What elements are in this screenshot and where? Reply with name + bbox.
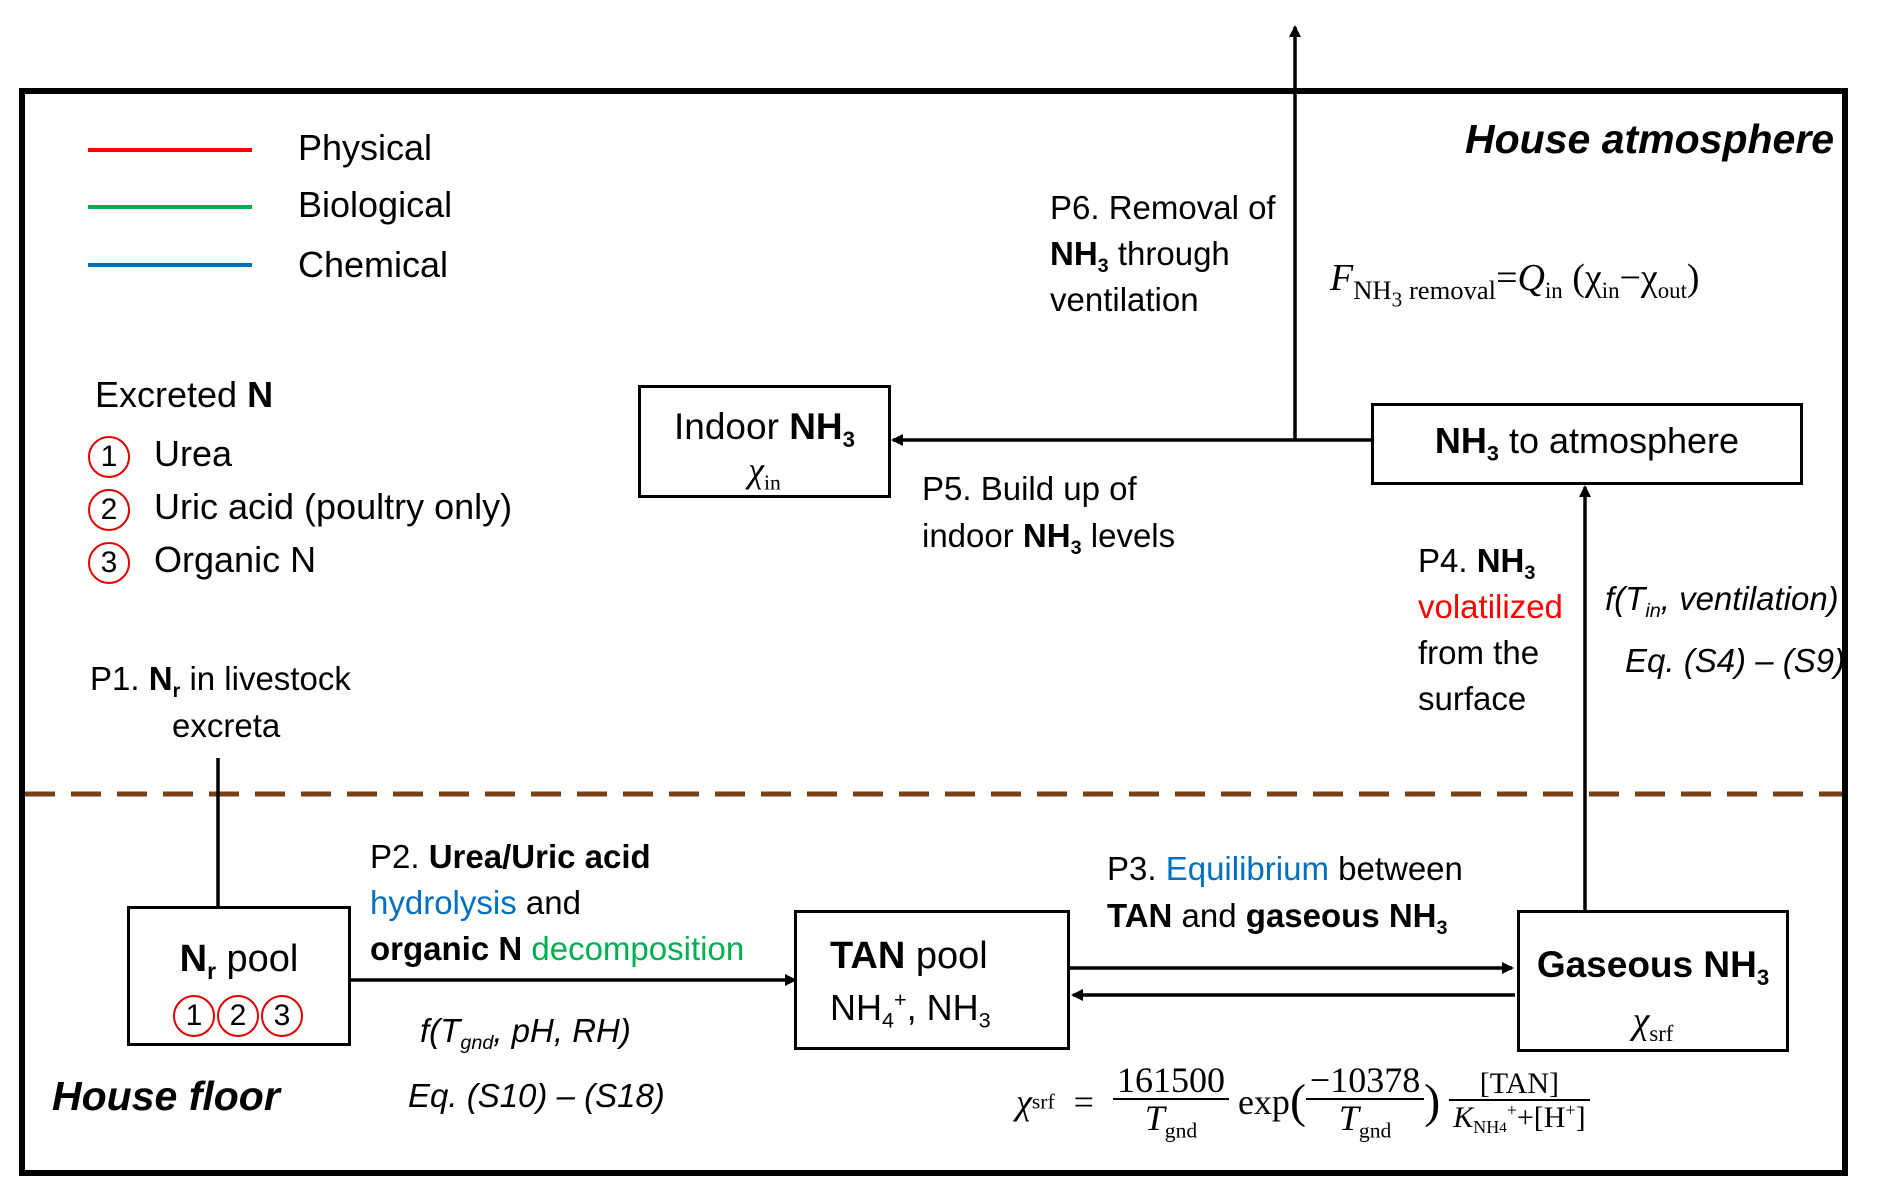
p4-function: f(Tin, ventilation) — [1605, 580, 1839, 622]
p4-label-line1: P4. NH3 — [1418, 542, 1536, 584]
p6-label-line3: ventilation — [1050, 281, 1199, 318]
p4-label-line3: from the — [1418, 634, 1540, 671]
excreted-title: Excreted N — [95, 374, 274, 415]
tan-pool-box — [794, 910, 1070, 1050]
p4-equation-ref: Eq. (S4) – (S9) — [1625, 642, 1846, 679]
number-circle-icon: 3 — [261, 995, 303, 1037]
p2-label-line2: hydrolysis and — [370, 884, 581, 921]
p2-function: f(Tgnd, pH, RH) — [420, 1012, 631, 1054]
legend-biological-label: Biological — [298, 184, 453, 225]
excreted-item-urea: 1 Urea — [88, 431, 232, 478]
gaseous-nh3-box — [1517, 910, 1789, 1052]
legend-physical-label: Physical — [298, 127, 433, 168]
p5-label-line1: P5. Build up of — [922, 470, 1137, 507]
p3-label-line2: TAN and gaseous NH3 — [1107, 897, 1448, 939]
number-circle-icon: 2 — [217, 995, 259, 1037]
number-circle-icon: 1 — [173, 995, 215, 1037]
p1-label-line2: excreta — [172, 707, 281, 744]
p5-label-line2: indoor NH3 levels — [922, 517, 1176, 559]
gaseous-nh3-chi: χsrf — [1632, 1000, 1674, 1046]
legend-chemical-label: Chemical — [298, 244, 449, 285]
nr-pool-title: Nr pool — [179, 938, 299, 984]
p6-label-line1: P6. Removal of — [1050, 189, 1276, 226]
removal-flux-equation: FNH3 removal=Qin (χin−χout) — [1330, 257, 1700, 312]
outer-frame — [19, 88, 1848, 1176]
p2-equation-ref: Eq. (S10) – (S18) — [408, 1077, 665, 1114]
number-circle-icon: 3 — [88, 542, 130, 584]
region-label-floor: House floor — [52, 1073, 280, 1119]
p2-label-line3: organic N decomposition — [370, 930, 745, 967]
excreted-item-organic-n: 3 Organic N — [88, 537, 316, 584]
excreted-item-uric-acid: 2 Uric acid (poultry only) — [88, 484, 512, 531]
gaseous-nh3-title: Gaseous NH3 — [1536, 944, 1770, 990]
tan-pool-title: TAN pool — [830, 935, 988, 977]
number-circle-icon: 1 — [88, 436, 130, 478]
region-label-atmosphere: House atmosphere — [1465, 116, 1835, 162]
tan-pool-species: NH4+, NH3 — [830, 987, 991, 1033]
p3-label-line1: P3. Equilibrium between — [1107, 850, 1463, 887]
nh3-to-atmosphere-box — [1371, 403, 1803, 485]
p1-label-line1: P1. Nr in livestock — [90, 660, 351, 702]
number-circle-icon: 2 — [88, 489, 130, 531]
p2-label-line1: P2. Urea/Uric acid — [370, 838, 651, 875]
p4-label-line4: surface — [1418, 680, 1527, 717]
indoor-nh3-title: Indoor NH3 — [674, 406, 855, 452]
p6-label-line2: NH3 through — [1050, 235, 1230, 277]
indoor-nh3-chi: χin — [748, 450, 781, 495]
p4-label-volatilized: volatilized — [1418, 588, 1563, 625]
nh3-to-atmosphere-label: NH3 to atmosphere — [1434, 420, 1740, 466]
indoor-nh3-box — [638, 385, 891, 498]
